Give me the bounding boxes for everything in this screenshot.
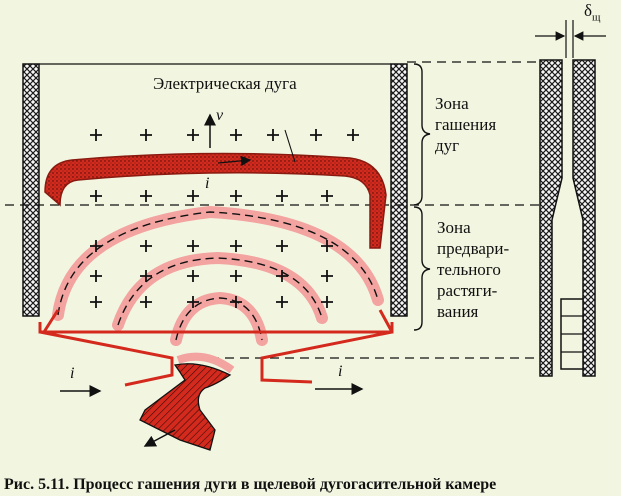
plus-sign (187, 270, 199, 282)
plus-sign (276, 270, 288, 282)
plus-sign (276, 240, 288, 252)
arc-dashed-paths (57, 211, 379, 341)
extinction-zone-line: гашения (435, 115, 497, 134)
arc-root (139, 363, 232, 451)
plus-sign (187, 129, 199, 141)
plus-sign (90, 190, 102, 202)
plus-sign (230, 296, 242, 308)
plus-sign (276, 190, 288, 202)
extinction-zone-line: дуг (435, 136, 460, 155)
prestretch-zone-line: Зона (437, 218, 471, 237)
slot-plate-right (572, 59, 596, 377)
plus-sign (321, 270, 333, 282)
plus-sign (230, 129, 242, 141)
extinction-zone-label: Зона гашения дуг (435, 93, 496, 156)
contact-outline (38, 309, 394, 387)
plus-sign (230, 190, 242, 202)
plus-sign (140, 270, 152, 282)
electric-arc-label: Электрическая дуга (153, 74, 297, 93)
plus-sign (230, 270, 242, 282)
plus-sign (140, 240, 152, 252)
prestretch-zone-line: тельного (437, 260, 501, 279)
current-arrow-arc (217, 155, 252, 167)
arc-label-leader (284, 129, 296, 163)
prestretch-zone-line: вания (437, 302, 479, 321)
slot-width-dimension (535, 20, 606, 58)
delta-subscript: щ (592, 11, 601, 24)
arc-chute-diagram (5, 20, 606, 451)
velocity-symbol: v (216, 107, 224, 124)
plus-sign (140, 190, 152, 202)
slot-width-label: δщ (584, 2, 601, 23)
plus-sign (310, 129, 322, 141)
prestretch-zone-label: Зона предвари- тельного растяги- вания (437, 217, 509, 322)
plus-sign (230, 240, 242, 252)
prestretch-zone-line: растяги- (437, 281, 498, 300)
arc-root-glow (176, 352, 235, 374)
arc-root-motion-arrow (143, 429, 176, 447)
plus-sign (90, 129, 102, 141)
slot-plate-left (539, 59, 563, 377)
plus-sign (276, 296, 288, 308)
left-chamber-wall (22, 63, 40, 317)
right-chamber-wall (390, 63, 408, 317)
plus-sign (90, 270, 102, 282)
plus-sign (187, 296, 199, 308)
plus-sign (347, 129, 359, 141)
plus-sign (187, 190, 199, 202)
left-current-symbol: i (70, 365, 75, 382)
arc-current-symbol: i (205, 175, 210, 192)
plus-sign (321, 296, 333, 308)
plus-sign (321, 240, 333, 252)
plus-sign (267, 129, 279, 141)
delta-symbol: δ (584, 1, 593, 20)
plus-sign (90, 296, 102, 308)
electric-arc (44, 152, 387, 249)
prestretch-zone-line: предвари- (437, 239, 510, 258)
right-current-symbol: i (338, 363, 343, 380)
brace-prestretch-zone (413, 206, 431, 331)
brace-extinction-zone (413, 63, 431, 206)
figure-caption: Рис. 5.11. Процесс гашения дуги в щелево… (4, 476, 497, 493)
plus-sign (187, 240, 199, 252)
plus-sign (90, 240, 102, 252)
plus-sign (140, 129, 152, 141)
plus-sign (321, 190, 333, 202)
arc-root-side-view (560, 298, 584, 370)
extinction-zone-line: Зона (435, 94, 469, 113)
plus-sign (140, 296, 152, 308)
plus-signs (90, 129, 359, 308)
